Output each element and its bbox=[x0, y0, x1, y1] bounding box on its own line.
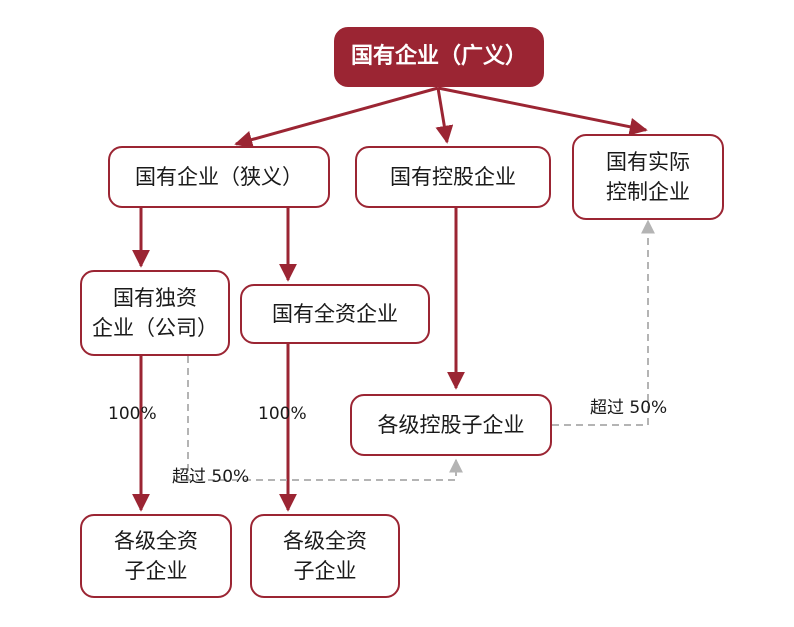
label-pct-left: 100% bbox=[108, 404, 157, 424]
node-holding-subsidiaries: 各级控股子企业 bbox=[350, 394, 552, 456]
node-state-holding-label: 国有控股企业 bbox=[390, 165, 516, 189]
node-wholly-subsidiaries-left-line1: 各级全资 bbox=[114, 529, 198, 553]
node-actual-control-line1: 国有实际 bbox=[606, 150, 690, 174]
arrow-root-to-holding bbox=[435, 87, 454, 144]
node-wholly-owned-label: 国有全资企业 bbox=[272, 302, 398, 326]
node-sole-owned-line2: 企业（公司） bbox=[92, 316, 218, 340]
node-soe-broad: 国有企业（广义） bbox=[334, 27, 544, 87]
node-wholly-subsidiaries-right: 各级全资 子企业 bbox=[250, 514, 400, 598]
node-holding-subsidiaries-label: 各级控股子企业 bbox=[377, 413, 525, 437]
node-wholly-subsidiaries-right-line1: 各级全资 bbox=[283, 529, 367, 553]
node-actual-control: 国有实际 控制企业 bbox=[572, 134, 724, 220]
dashed-arrow-to-holding-subs bbox=[187, 356, 463, 481]
node-wholly-subsidiaries-left-line2: 子企业 bbox=[124, 559, 188, 583]
node-sole-owned-line1: 国有独资 bbox=[113, 286, 197, 310]
node-wholly-subsidiaries-right-line2: 子企业 bbox=[293, 559, 357, 583]
node-sole-owned: 国有独资 企业（公司） bbox=[80, 270, 230, 356]
dashed-arrow-to-actual-control bbox=[552, 219, 655, 426]
node-soe-narrow: 国有企业（狭义） bbox=[108, 146, 330, 208]
node-soe-broad-label: 国有企业（广义） bbox=[350, 44, 527, 69]
node-state-holding: 国有控股企业 bbox=[355, 146, 551, 208]
label-over-50-bottom: 超过 50% bbox=[172, 467, 250, 487]
node-wholly-owned: 国有全资企业 bbox=[240, 284, 430, 344]
label-pct-right: 100% bbox=[258, 404, 307, 424]
node-actual-control-line2: 控制企业 bbox=[606, 180, 690, 204]
node-wholly-subsidiaries-left: 各级全资 子企业 bbox=[80, 514, 232, 598]
arrow-root-to-actual-control bbox=[437, 86, 648, 136]
arrow-root-to-narrow bbox=[234, 86, 439, 149]
node-soe-narrow-label: 国有企业（狭义） bbox=[135, 165, 303, 189]
label-over-50-right: 超过 50% bbox=[590, 398, 668, 418]
